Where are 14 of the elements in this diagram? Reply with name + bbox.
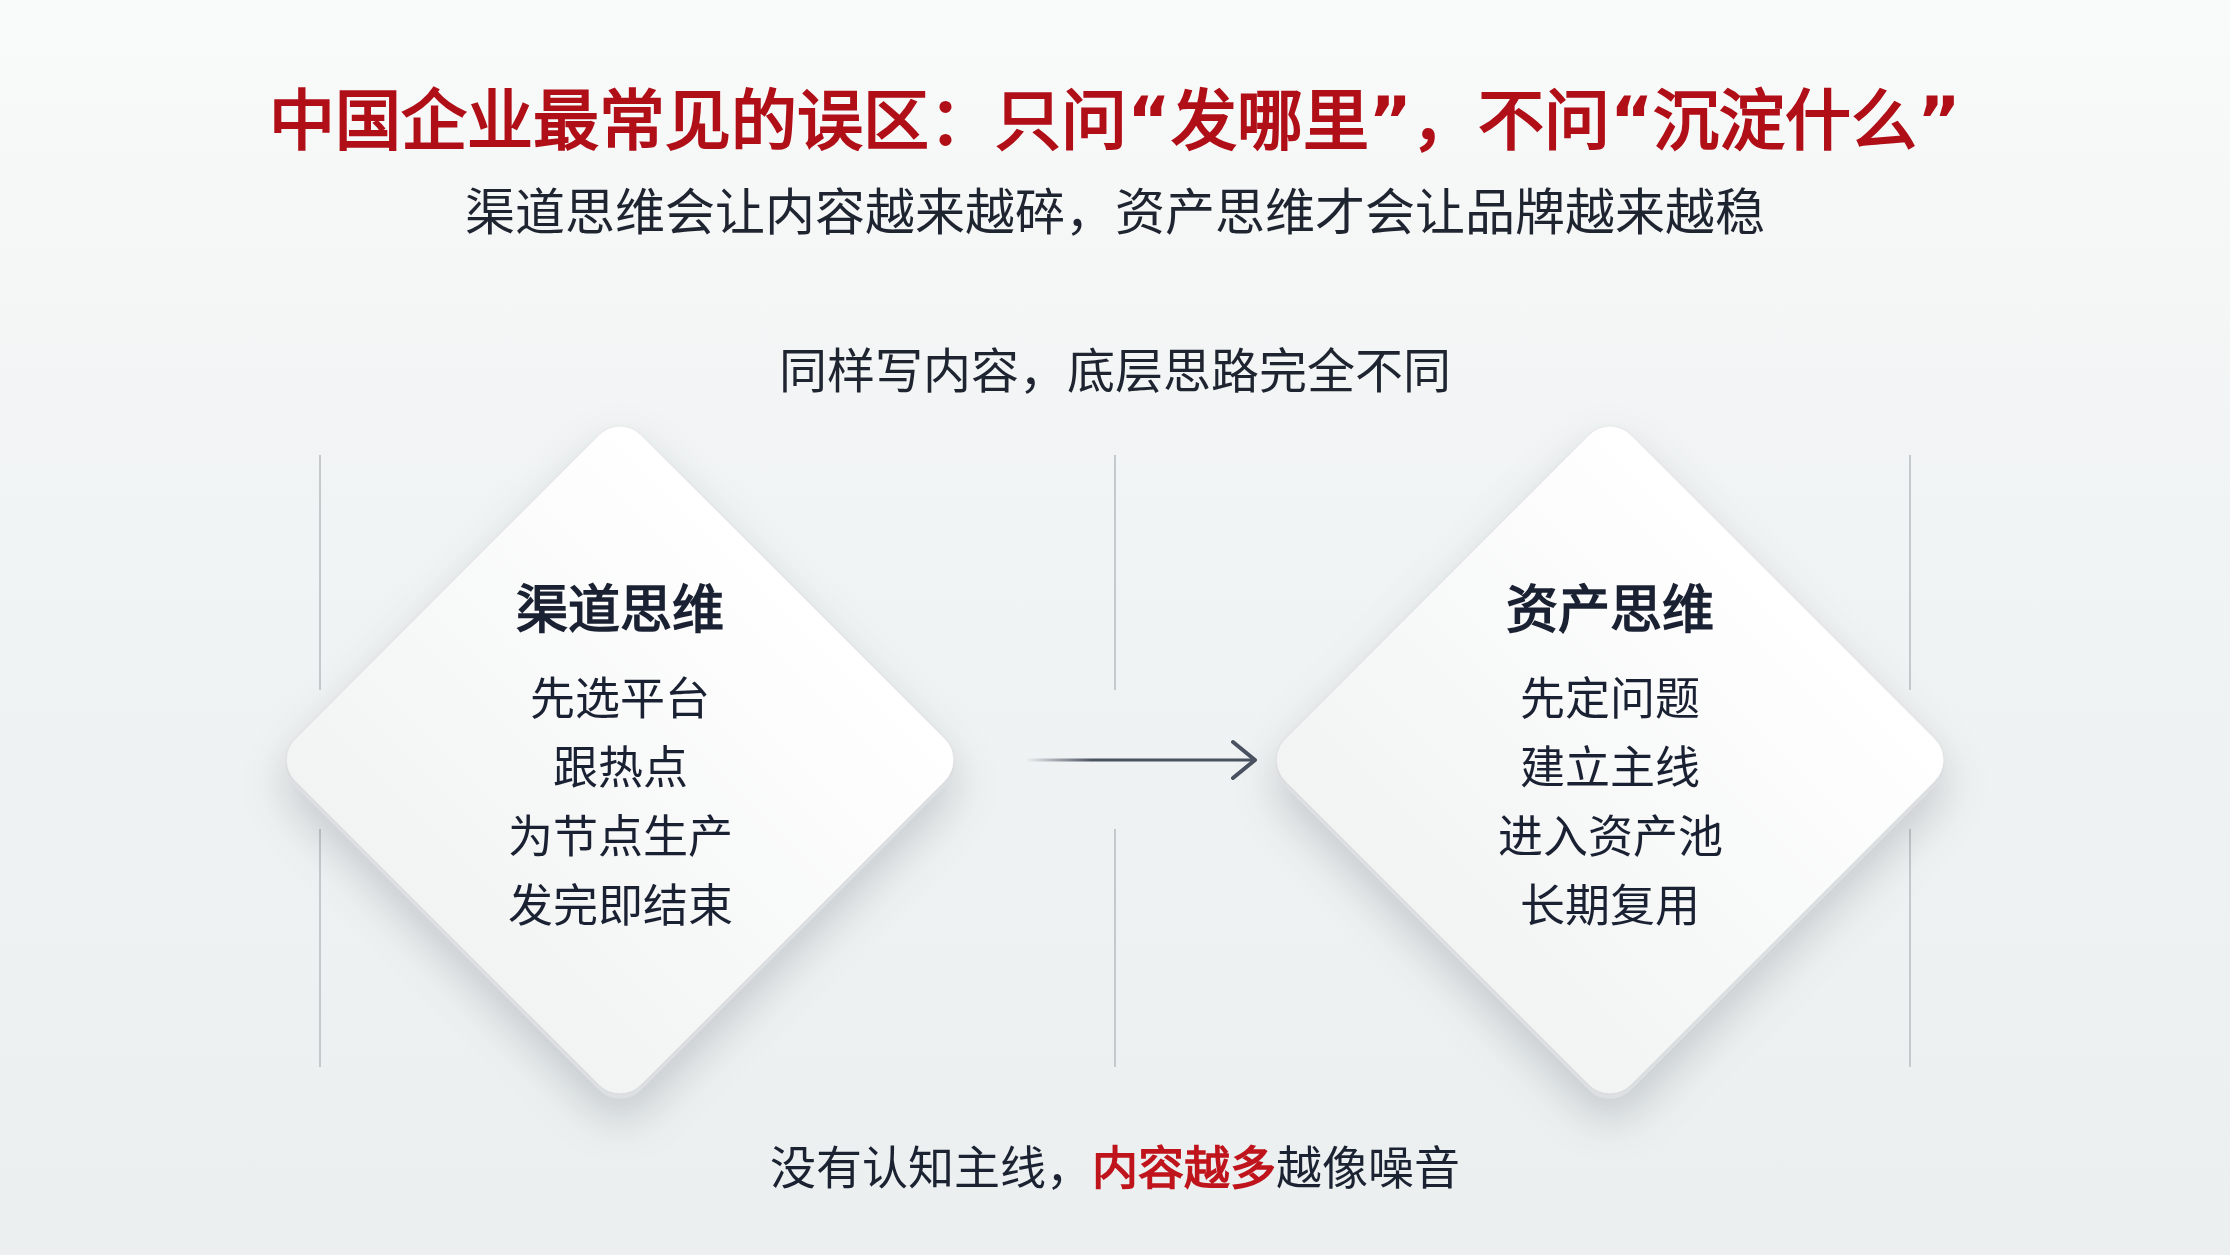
list-item: 建立主线 [1520,741,1700,798]
card-heading: 资产思维 [1506,578,1714,642]
list-item: 长期复用 [1520,879,1700,936]
summary-note: 没有认知主线，内容越多越像噪音 [770,1141,1460,1197]
section-heading: 同样写内容，底层思路完全不同 [779,343,1451,401]
list-item: 进入资产池 [1497,810,1723,867]
list-item: 发完即结束 [507,879,733,936]
list-item: 先定问题 [1520,672,1700,729]
card-heading: 渠道思维 [516,578,724,642]
list-item: 跟热点 [552,741,688,798]
list-item: 为节点生产 [507,810,733,867]
subtitle: 渠道思维会让内容越来越碎，资产思维才会让品牌越来越稳 [465,183,1765,243]
list-item: 先选平台 [530,672,710,729]
title: 中国企业最常见的误区：只问“发哪里”，不问“沉淀什么” [269,82,1961,162]
